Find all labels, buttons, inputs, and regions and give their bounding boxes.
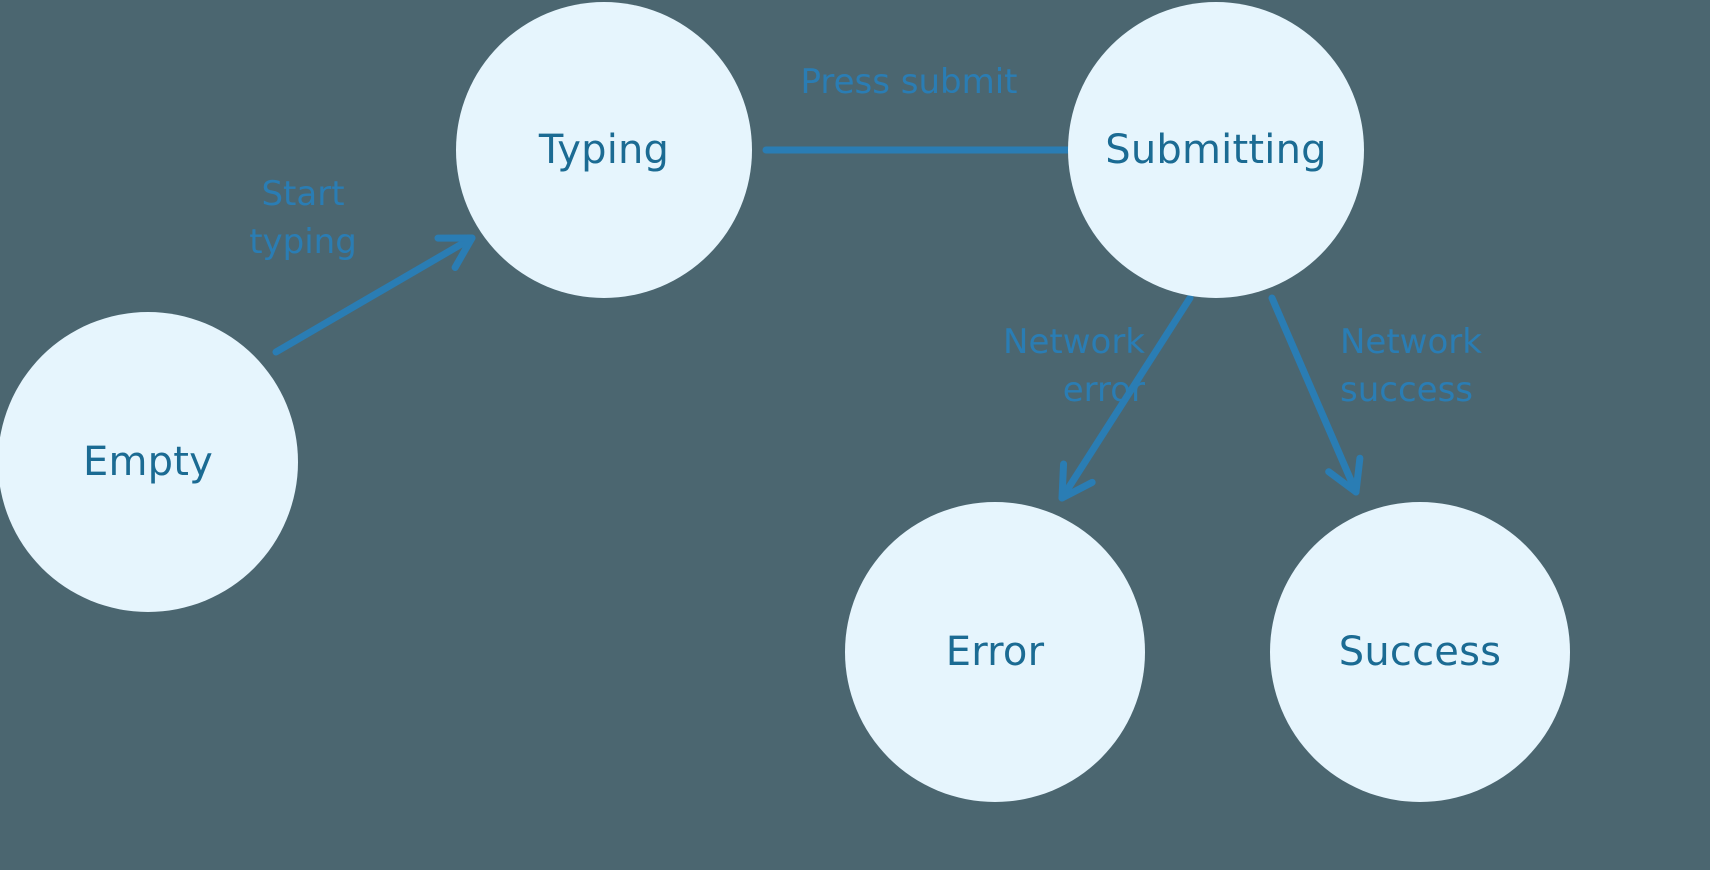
state-node-typing[interactable]: Typing: [456, 2, 752, 298]
edge-arrowhead-icon: [1325, 454, 1364, 496]
state-node-error[interactable]: Error: [845, 502, 1145, 802]
state-node-label: Empty: [83, 439, 213, 485]
edge-line: [272, 234, 476, 356]
state-node-label: Error: [945, 629, 1045, 675]
state-node-label: Typing: [538, 127, 670, 173]
state-node-submitting[interactable]: Submitting: [1068, 2, 1364, 298]
state-node-label: Submitting: [1105, 127, 1327, 173]
edge-label-press-submit: Press submit: [800, 62, 1018, 102]
state-node-empty[interactable]: Empty: [0, 312, 298, 612]
edge-arrowhead-icon: [1058, 460, 1096, 502]
edge-label-network-success: Network success: [1340, 322, 1482, 411]
edge-label-network-error: Network error: [1003, 322, 1145, 411]
edge-line: [1268, 294, 1360, 496]
state-node-label: Success: [1338, 629, 1502, 675]
state-node-success[interactable]: Success: [1270, 502, 1570, 802]
edge-arrowhead-icon: [434, 234, 476, 271]
edge-label-start-typing: Start typing: [249, 174, 357, 263]
edge-line: [1058, 294, 1194, 502]
